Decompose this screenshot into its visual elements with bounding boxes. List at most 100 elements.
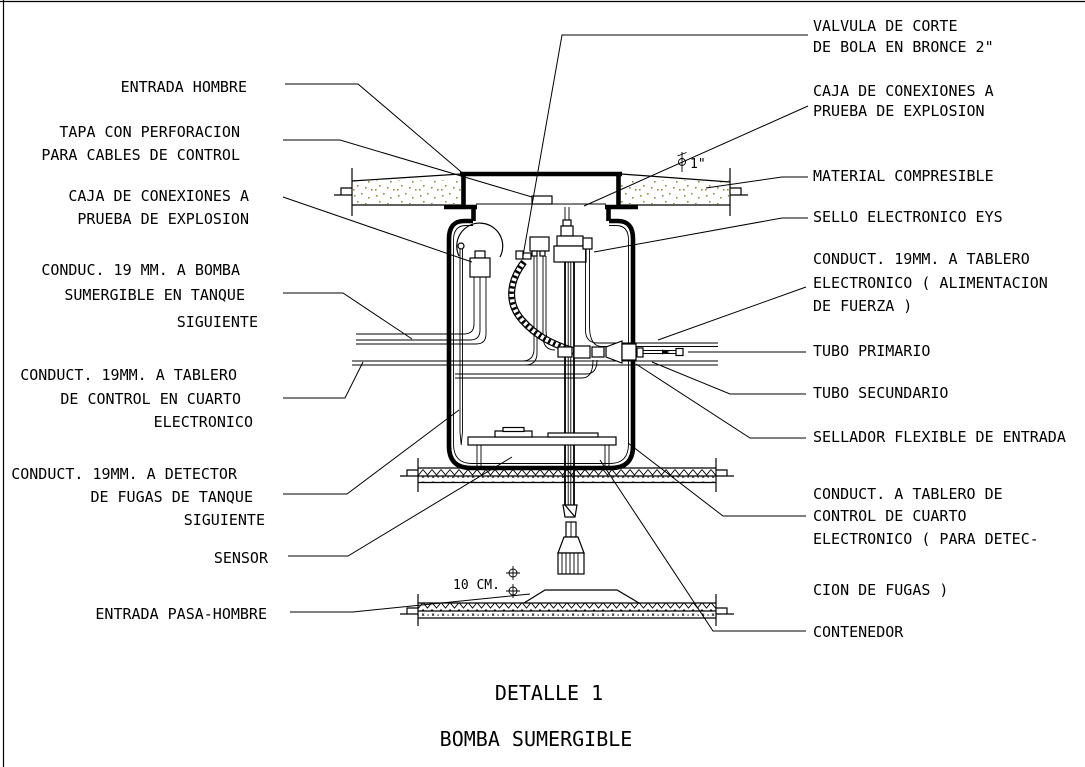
chamber-inner-wall xyxy=(453,225,629,464)
junction-box-main xyxy=(553,207,593,263)
slab-left-stipple xyxy=(353,180,461,204)
flexible-hose xyxy=(508,259,576,355)
hose-box-pipe-left xyxy=(521,256,538,366)
conduc-bomba-sumergible-label: SUMERGIBLE EN TANQUE xyxy=(64,286,245,304)
hose-box-stub-2 xyxy=(539,250,546,257)
drawing-title: DETALLE 1 xyxy=(495,681,603,705)
crosshair-top-lines xyxy=(506,566,520,580)
caja-conexiones-izquierda-label: CAJA DE CONEXIONES A xyxy=(68,187,249,205)
seal-segment-1 xyxy=(557,346,573,358)
conduct-tablero-control-label: ELECTRONICO xyxy=(154,413,253,431)
sensor-leader xyxy=(288,456,513,557)
conduct-tablero-deteccion-label: CION DE FUGAS ) xyxy=(813,581,948,599)
caja-conexiones-izquierda-leader xyxy=(282,196,473,263)
conduct-detector-fugas-label: SIGUIENTE xyxy=(184,511,265,529)
sellador-flexible-entrada-label: SELLADOR FLEXIBLE DE ENTRADA xyxy=(813,428,1066,446)
conduit-b xyxy=(352,360,718,366)
probe-rod xyxy=(457,242,465,446)
conduct-tablero-control-label: CONDUCT. 19MM. A TABLERO xyxy=(20,366,237,384)
seal-segment-2 xyxy=(573,345,591,359)
conduct-tablero-alimentacion-label: DE FUERZA ) xyxy=(813,297,912,315)
bottom-band-lines xyxy=(418,602,716,619)
hose-box xyxy=(529,236,550,252)
probe-rod-top xyxy=(457,242,465,250)
contenedor-label: CONTENEDOR xyxy=(813,623,904,641)
sensor-label: SENSOR xyxy=(214,549,269,567)
slab-right-notch xyxy=(730,187,748,196)
tubo-primario-label: TUBO PRIMARIO xyxy=(813,342,930,360)
conduct-detector-fugas-label: CONDUCT. 19MM. A DETECTOR xyxy=(11,465,238,483)
conduct-tablero-deteccion-leader xyxy=(627,442,806,517)
conduit-alimentacion xyxy=(585,249,718,347)
seal-outer-collar xyxy=(636,347,644,358)
material-compresible-label: MATERIAL COMPRESIBLE xyxy=(813,167,994,185)
dim-1-inch-text: 1" xyxy=(690,157,706,172)
sellador-flexible-entrada-leader xyxy=(635,363,806,439)
cover-perforation-boss xyxy=(531,195,553,205)
slab-right xyxy=(620,168,748,216)
main-box-cap xyxy=(560,225,574,237)
top-band-lines xyxy=(418,467,716,484)
plate-pad-left-cap xyxy=(502,426,525,433)
conduct-tablero-alimentacion-label: CONDUCT. 19MM. A TABLERO xyxy=(813,250,1030,268)
top-band-dots xyxy=(418,476,716,482)
dome-stub xyxy=(474,250,486,259)
sello-electronico-eys-label: SELLO ELECTRONICO EYS xyxy=(813,208,1003,226)
conduit-a2 xyxy=(356,277,481,341)
valve-body xyxy=(522,252,532,260)
entrada-pasa-hombre-label: ENTRADA PASA-HOMBRE xyxy=(95,605,267,623)
main-box-nub xyxy=(582,237,593,250)
slab-right-top xyxy=(620,173,731,183)
probe-rod-body xyxy=(459,249,463,446)
sello-electronico-eys-leader xyxy=(593,217,808,253)
caja-conexiones-derecha-label: CAJA DE CONEXIONES A xyxy=(813,82,994,100)
conduit-c xyxy=(455,359,598,379)
hose-braid xyxy=(509,260,575,354)
top-band-ends xyxy=(417,458,717,492)
conduit-a3 xyxy=(356,277,487,345)
junction-box-hose xyxy=(521,236,559,366)
sensor-shoulder xyxy=(557,536,585,554)
conduc-bomba-sumergible-leader xyxy=(283,292,413,340)
pump-plate xyxy=(467,426,617,467)
top-band-notches xyxy=(400,469,734,477)
sensor-stripes xyxy=(561,553,579,574)
junction-box-left xyxy=(469,257,491,278)
bottom-band-ends xyxy=(417,594,717,626)
valvula-corte-bola-label: VALVULA DE CORTE xyxy=(813,17,958,35)
valvula-corte-bola-label: DE BOLA EN BRONCE 2" xyxy=(813,38,994,56)
conduct-detector-fugas-label: DE FUGAS DE TANQUE xyxy=(90,488,253,506)
seal-nozzle xyxy=(605,340,623,364)
hose-box-stub-1 xyxy=(531,250,538,257)
material-compresible-leader xyxy=(705,176,808,189)
entry-seal-train xyxy=(557,340,684,364)
tank-top-band xyxy=(400,458,734,492)
bottom-band-dots xyxy=(418,611,716,618)
junction-box-dome xyxy=(456,222,504,278)
dome-arc xyxy=(456,222,504,258)
bottom-band-notches xyxy=(400,607,734,615)
seal-wall-collar xyxy=(621,343,637,361)
sensor-device xyxy=(557,521,585,575)
contenedor-leader xyxy=(599,459,806,632)
seal-segment-3 xyxy=(591,346,605,358)
tapa-perforacion-cables-label: PARA CABLES DE CONTROL xyxy=(41,146,240,164)
entrada-pasa-hombre-leader xyxy=(290,593,531,613)
cover-neck xyxy=(471,207,611,221)
caja-conexiones-izquierda-label: PRUEBA DE EXPLOSION xyxy=(77,210,249,228)
bottom-band-zigzag xyxy=(418,603,716,611)
conduit-a1 xyxy=(356,277,475,335)
main-box-riser xyxy=(564,207,570,221)
conduct-tablero-deteccion-label: CONDUCT. A TABLERO DE xyxy=(813,485,1003,503)
valvula-corte-bola-leader xyxy=(522,34,808,257)
conduct-tablero-alimentacion-label: ELECTRONICO ( ALIMENTACION xyxy=(813,274,1048,292)
primary-tube-cap xyxy=(675,347,684,357)
slab-left-top xyxy=(351,173,462,182)
main-box-body xyxy=(553,245,587,263)
conduct-detector-fugas-leader xyxy=(283,409,460,495)
conduit-alim-path xyxy=(585,249,718,347)
plate-deck xyxy=(467,436,617,446)
caja-conexiones-derecha-label: PRUEBA DE EXPLOSION xyxy=(813,102,985,120)
